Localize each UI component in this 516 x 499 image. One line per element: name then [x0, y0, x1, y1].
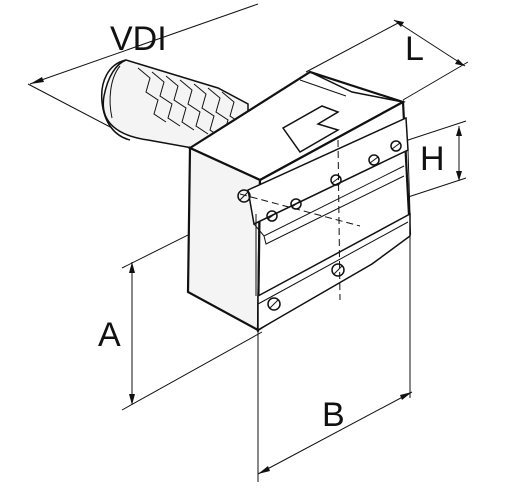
l-label: L: [405, 30, 424, 68]
b-arrow-left: [258, 466, 270, 474]
b-arrow-right: [400, 392, 412, 400]
vdi-arrow-left: [30, 77, 44, 84]
a-extension-bottom: [121, 331, 263, 411]
screw-top-left: [237, 189, 251, 203]
h-arrow-bottom: [456, 171, 462, 181]
a-arrow-bottom: [129, 394, 135, 405]
h-arrow-top: [456, 126, 462, 136]
top-slot: [281, 105, 340, 153]
shank-serrations: [137, 67, 243, 143]
screw-upper-5: [390, 140, 402, 152]
vdi-label: VDI: [110, 20, 167, 58]
top-rail-inner: [299, 79, 347, 97]
screw-upper-4: [368, 154, 380, 166]
body-left-face: [186, 146, 262, 332]
center-line-horizontal: [239, 193, 361, 227]
l-arrow-start: [394, 20, 404, 27]
upper-clamp-step: [263, 175, 405, 245]
l-arrow-end: [455, 59, 465, 66]
a-label: A: [98, 316, 121, 354]
screw-upper-2: [290, 198, 302, 210]
shank-end-curve: [100, 59, 131, 141]
screws: [237, 140, 402, 311]
screw-lower-1: [267, 297, 281, 311]
vdi-extension-left: [27, 83, 113, 129]
a-arrow-top: [129, 262, 135, 273]
top-rail: [309, 71, 404, 103]
holder-body: [186, 70, 412, 333]
h-label: H: [420, 140, 445, 178]
screw-upper-1: [266, 210, 278, 222]
shank-end-inner: [109, 65, 121, 119]
screw-upper-3: [330, 174, 342, 186]
right-edge-channel: [407, 149, 411, 215]
vdi-dimension-line: [29, 3, 259, 85]
l-extension-left: [305, 21, 401, 73]
lower-clamp-inner: [257, 221, 409, 305]
l-dimension-line: [393, 19, 466, 67]
l-extension-right: [402, 61, 469, 101]
b-dimension-line: [257, 391, 413, 475]
b-label: B: [322, 396, 345, 434]
screw-lower-2: [331, 263, 345, 277]
lower-clamp-bar: [257, 212, 411, 332]
